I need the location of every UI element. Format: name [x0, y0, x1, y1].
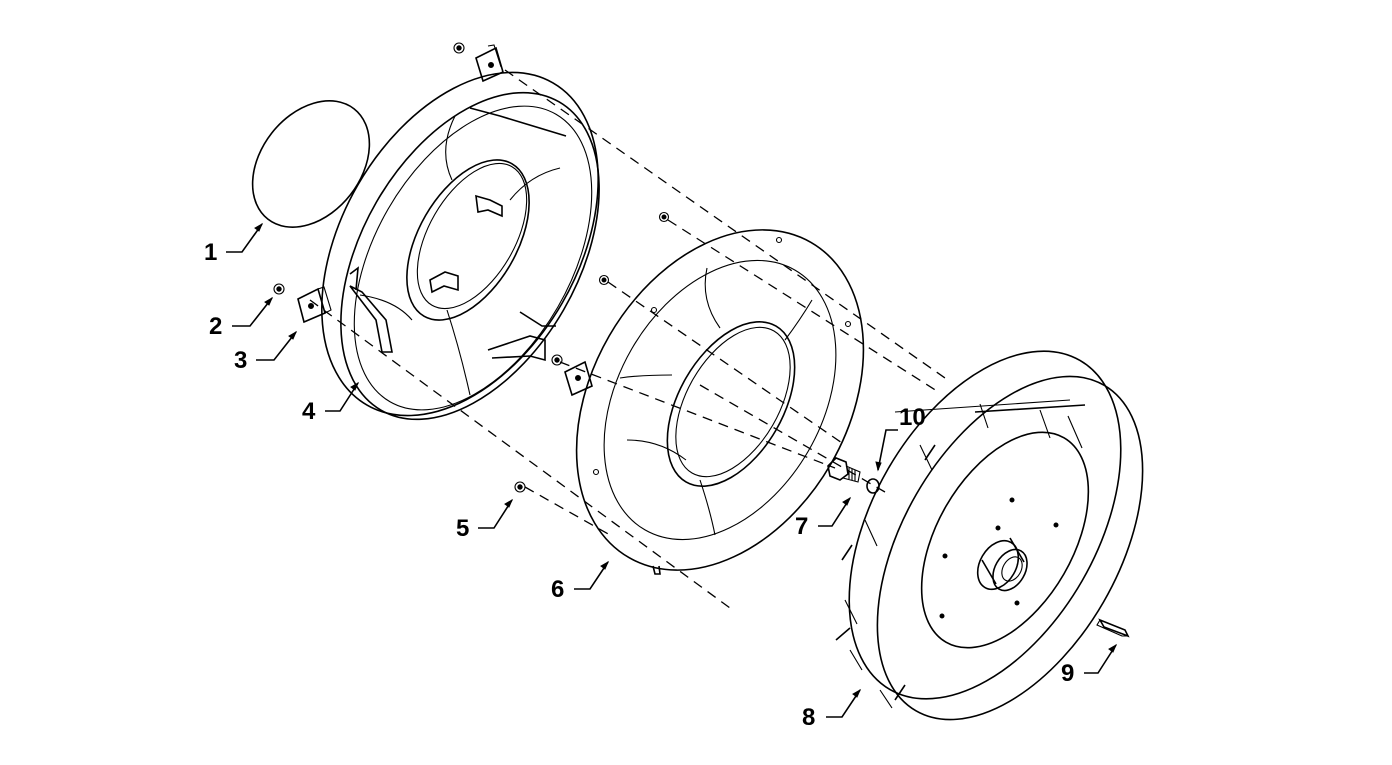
callout-2: 2: [209, 296, 274, 340]
callout-1: 1: [204, 222, 264, 266]
callout-7: 7: [795, 496, 852, 540]
nut-extra-2: [598, 274, 610, 286]
callout-10: 10: [875, 404, 926, 472]
part-2-nut: [273, 283, 285, 295]
part-5-nut: [514, 481, 526, 493]
callout-10-label: 10: [899, 404, 926, 431]
callout-5: 5: [456, 498, 514, 542]
callout-1-label: 1: [204, 239, 217, 266]
part-3-clip: [297, 286, 332, 324]
top-nut-clip: [453, 42, 504, 83]
callout-8-label: 8: [802, 704, 815, 731]
part-4-shroud: [321, 71, 600, 421]
part-9-key: [1096, 618, 1130, 638]
callout-6: 6: [551, 560, 610, 603]
part-8-blower-wheel: [835, 350, 1144, 721]
callout-9: 9: [1061, 643, 1118, 687]
mid-nut-clip: [551, 354, 593, 397]
part-1-gasket: [251, 100, 371, 228]
callout-5-label: 5: [456, 515, 469, 542]
callout-6-label: 6: [551, 576, 564, 603]
callout-3-label: 3: [234, 347, 247, 374]
callout-7-label: 7: [795, 513, 808, 540]
alignment-lines: [309, 69, 946, 609]
part-6-inlet-plate: [575, 229, 865, 575]
part-7-bolt: [827, 457, 861, 483]
callout-4-label: 4: [302, 398, 316, 425]
callout-8: 8: [802, 688, 862, 731]
callout-9-label: 9: [1061, 660, 1074, 687]
callouts: 1 2 3 4 5 6 7: [204, 222, 1118, 731]
callout-3: 3: [234, 330, 298, 374]
nut-extra-1: [658, 211, 670, 223]
callout-4: 4: [302, 381, 360, 425]
callout-2-label: 2: [209, 313, 222, 340]
